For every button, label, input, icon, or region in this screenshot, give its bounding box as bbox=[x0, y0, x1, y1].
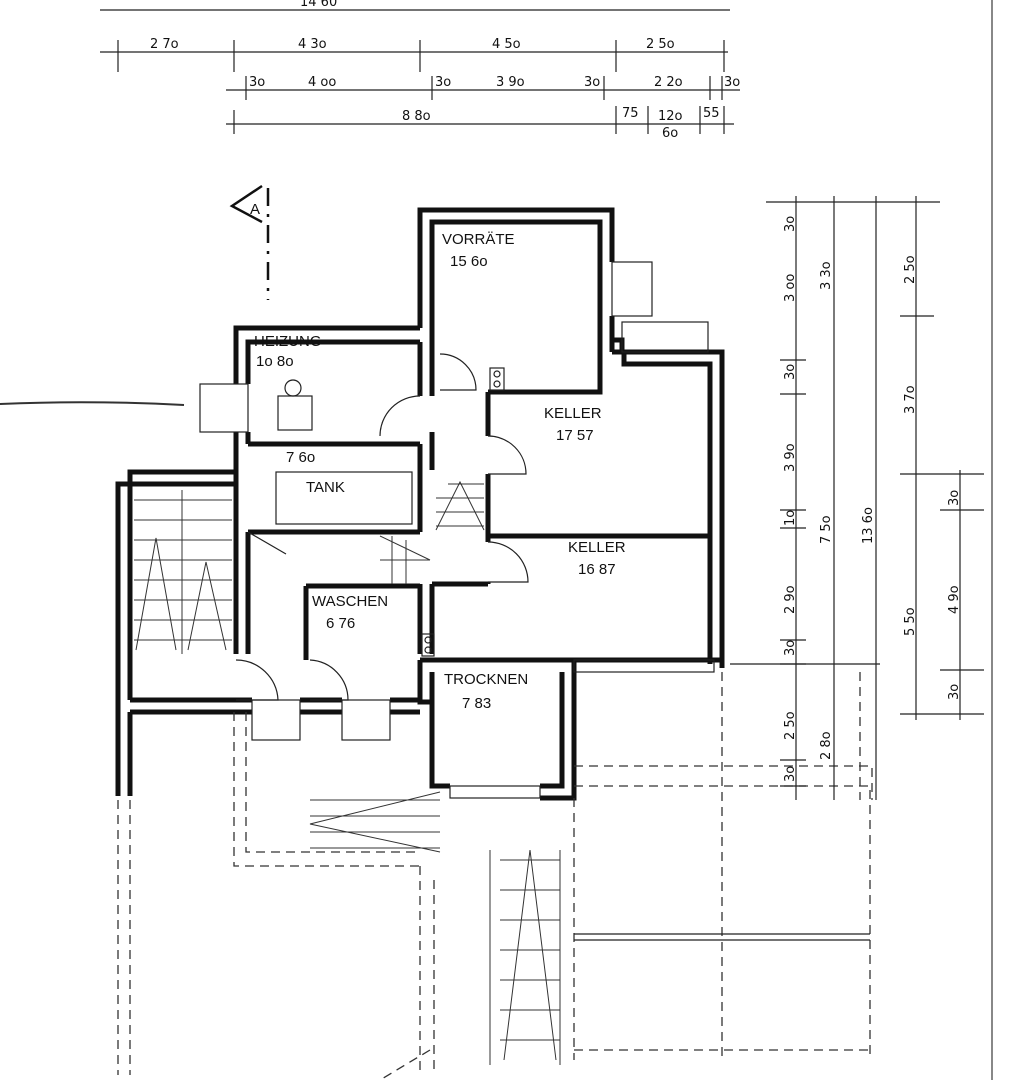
dim-r2-2: 7 5o bbox=[819, 515, 834, 544]
dim-row3-1: 8 8o bbox=[402, 109, 431, 124]
doors bbox=[235, 353, 529, 701]
dim-row2-7: 3o bbox=[724, 75, 740, 90]
dim-r5-3: 3o bbox=[947, 684, 962, 700]
walls bbox=[115, 207, 725, 801]
stairs bbox=[134, 480, 561, 1065]
dim-r1-6: 2 9o bbox=[783, 585, 798, 614]
room-tank-name: TANK bbox=[306, 479, 345, 496]
dim-row3-3: 12o bbox=[658, 109, 683, 124]
dimension-chain-top: 14 60 2 7o 4 3o 4 5o 2 5o 3o 4 oo 3o 3 9… bbox=[100, 0, 740, 141]
section-marker-label: A bbox=[250, 201, 260, 218]
windows bbox=[199, 261, 715, 799]
boiler-icon bbox=[277, 379, 313, 431]
dim-r3-1: 13 6o bbox=[861, 507, 876, 544]
dimension-chain-right: 3o 3 oo 3o 3 9o 1o 2 9o 3o 2 5o 3o 3 3o … bbox=[766, 196, 984, 800]
dim-row1-4: 2 5o bbox=[646, 37, 675, 52]
room-heizung-name: HEIZUNG bbox=[254, 333, 322, 350]
room-vorraete-name: VORRÄTE bbox=[442, 231, 515, 248]
dim-r1-8: 2 5o bbox=[783, 711, 798, 740]
dim-r1-1: 3o bbox=[783, 216, 798, 232]
dim-row1-3: 4 5o bbox=[492, 37, 521, 52]
room-trocknen-name: TROCKNEN bbox=[444, 671, 528, 688]
dim-r1-5: 1o bbox=[783, 510, 798, 526]
dim-row1-1: 2 7o bbox=[150, 37, 179, 52]
room-keller2-area: 16 87 bbox=[578, 561, 616, 578]
dim-r2-3: 2 8o bbox=[819, 731, 834, 760]
chimney-icon bbox=[421, 367, 505, 657]
dim-r1-3: 3o bbox=[783, 364, 798, 380]
section-marker: A bbox=[229, 184, 270, 300]
dim-r4-1: 2 5o bbox=[903, 255, 918, 284]
dashed-outlines bbox=[117, 663, 880, 1080]
room-waschen-name: WASCHEN bbox=[312, 593, 388, 610]
dim-r5-2: 4 9o bbox=[947, 585, 962, 614]
dim-row2-6: 2 2o bbox=[654, 75, 683, 90]
room-vorraete-area: 15 6o bbox=[450, 253, 488, 270]
dim-r4-2: 3 7o bbox=[903, 385, 918, 414]
dim-r1-2: 3 oo bbox=[783, 274, 798, 302]
tank-outline bbox=[275, 471, 413, 525]
dim-row2-4: 3 9o bbox=[496, 75, 525, 90]
dim-row2-2: 4 oo bbox=[308, 75, 336, 90]
dim-r1-7: 3o bbox=[783, 640, 798, 656]
dim-row3-4: 55 bbox=[703, 106, 720, 121]
dim-row2-5: 3o bbox=[584, 75, 600, 90]
dim-r5-1: 3o bbox=[947, 490, 962, 506]
room-keller1-area: 17 57 bbox=[556, 427, 594, 444]
dim-r1-9: 3o bbox=[783, 766, 798, 782]
dim-r4-3: 5 5o bbox=[903, 607, 918, 636]
room-trocknen-area: 7 83 bbox=[462, 695, 491, 712]
dim-r2-1: 3 3o bbox=[819, 261, 834, 290]
room-heizung-area: 1o 8o bbox=[256, 353, 294, 370]
room-keller1-name: KELLER bbox=[544, 405, 602, 422]
axis-line-left bbox=[0, 401, 185, 406]
room-labels: VORRÄTE 15 6o HEIZUNG 1o 8o 7 6o TANK KE… bbox=[254, 231, 626, 712]
dim-row2-3: 3o bbox=[435, 75, 451, 90]
dim-row3-sub: 6o bbox=[662, 126, 678, 141]
room-waschen-area: 6 76 bbox=[326, 615, 355, 632]
dim-r1-4: 3 9o bbox=[783, 443, 798, 472]
room-keller2-name: KELLER bbox=[568, 539, 626, 556]
dim-row1-2: 4 3o bbox=[298, 37, 327, 52]
room-tank-area: 7 6o bbox=[286, 449, 315, 466]
dim-row2-1: 3o bbox=[249, 75, 265, 90]
dim-total-width: 14 60 bbox=[300, 0, 337, 10]
dim-row3-2: 75 bbox=[622, 106, 639, 121]
